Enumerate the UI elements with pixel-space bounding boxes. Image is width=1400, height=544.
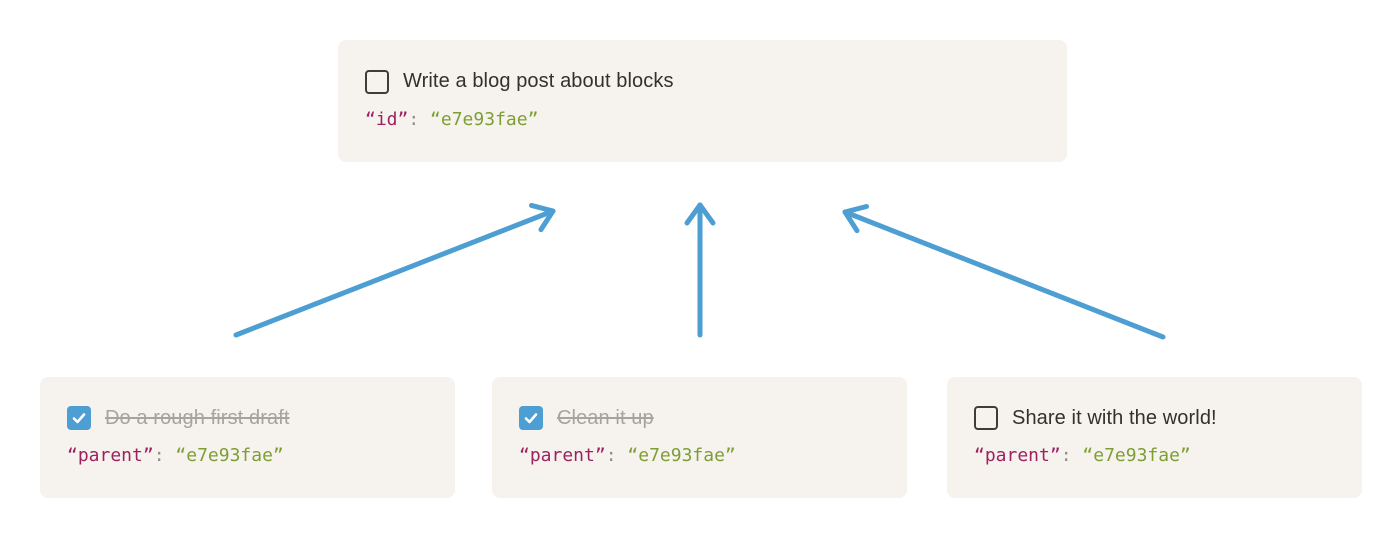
block-parent-code: “parent”: “e7e93fae” (519, 443, 880, 469)
task-row: Do a rough first draft (67, 406, 428, 430)
code-key: “parent” (67, 445, 154, 466)
task-row: Write a blog post about blocks (365, 69, 1040, 94)
parent-task-card: Write a blog post about blocks “id”: “e7… (338, 40, 1067, 162)
checkbox-icon[interactable] (974, 406, 998, 430)
code-separator: : (153, 445, 176, 466)
code-value: “e7e93fae” (627, 445, 736, 466)
block-parent-code: “parent”: “e7e93fae” (974, 443, 1335, 469)
child-task-card-clean: Clean it up “parent”: “e7e93fae” (492, 377, 907, 498)
code-key: “parent” (974, 445, 1061, 466)
arrow-draft-to-parent (233, 202, 556, 338)
code-separator: : (408, 108, 431, 130)
code-value: “e7e93fae” (175, 445, 284, 466)
checkbox-icon[interactable] (519, 406, 543, 430)
checkbox-icon[interactable] (365, 69, 389, 94)
task-title: Write a blog post about blocks (403, 70, 674, 92)
code-value: “e7e93fae” (1082, 445, 1191, 466)
code-separator: : (1060, 445, 1083, 466)
task-title: Do a rough first draft (105, 406, 290, 429)
code-key: “id” (365, 108, 409, 130)
child-task-card-draft: Do a rough first draft “parent”: “e7e93f… (40, 377, 455, 498)
arrow-share-to-parent (842, 203, 1166, 340)
task-row: Clean it up (519, 406, 880, 430)
task-title: Clean it up (557, 406, 654, 429)
checkmark-icon (524, 413, 538, 424)
task-row: Share it with the world! (974, 406, 1335, 430)
code-separator: : (605, 445, 628, 466)
child-task-card-share: Share it with the world! “parent”: “e7e9… (947, 377, 1362, 498)
code-value: “e7e93fae” (430, 108, 539, 130)
block-id-code: “id”: “e7e93fae” (365, 107, 1040, 133)
checkbox-icon[interactable] (67, 406, 91, 430)
task-title: Share it with the world! (1012, 406, 1217, 429)
checkmark-icon (72, 413, 86, 424)
code-key: “parent” (519, 445, 606, 466)
block-parent-code: “parent”: “e7e93fae” (67, 443, 428, 469)
